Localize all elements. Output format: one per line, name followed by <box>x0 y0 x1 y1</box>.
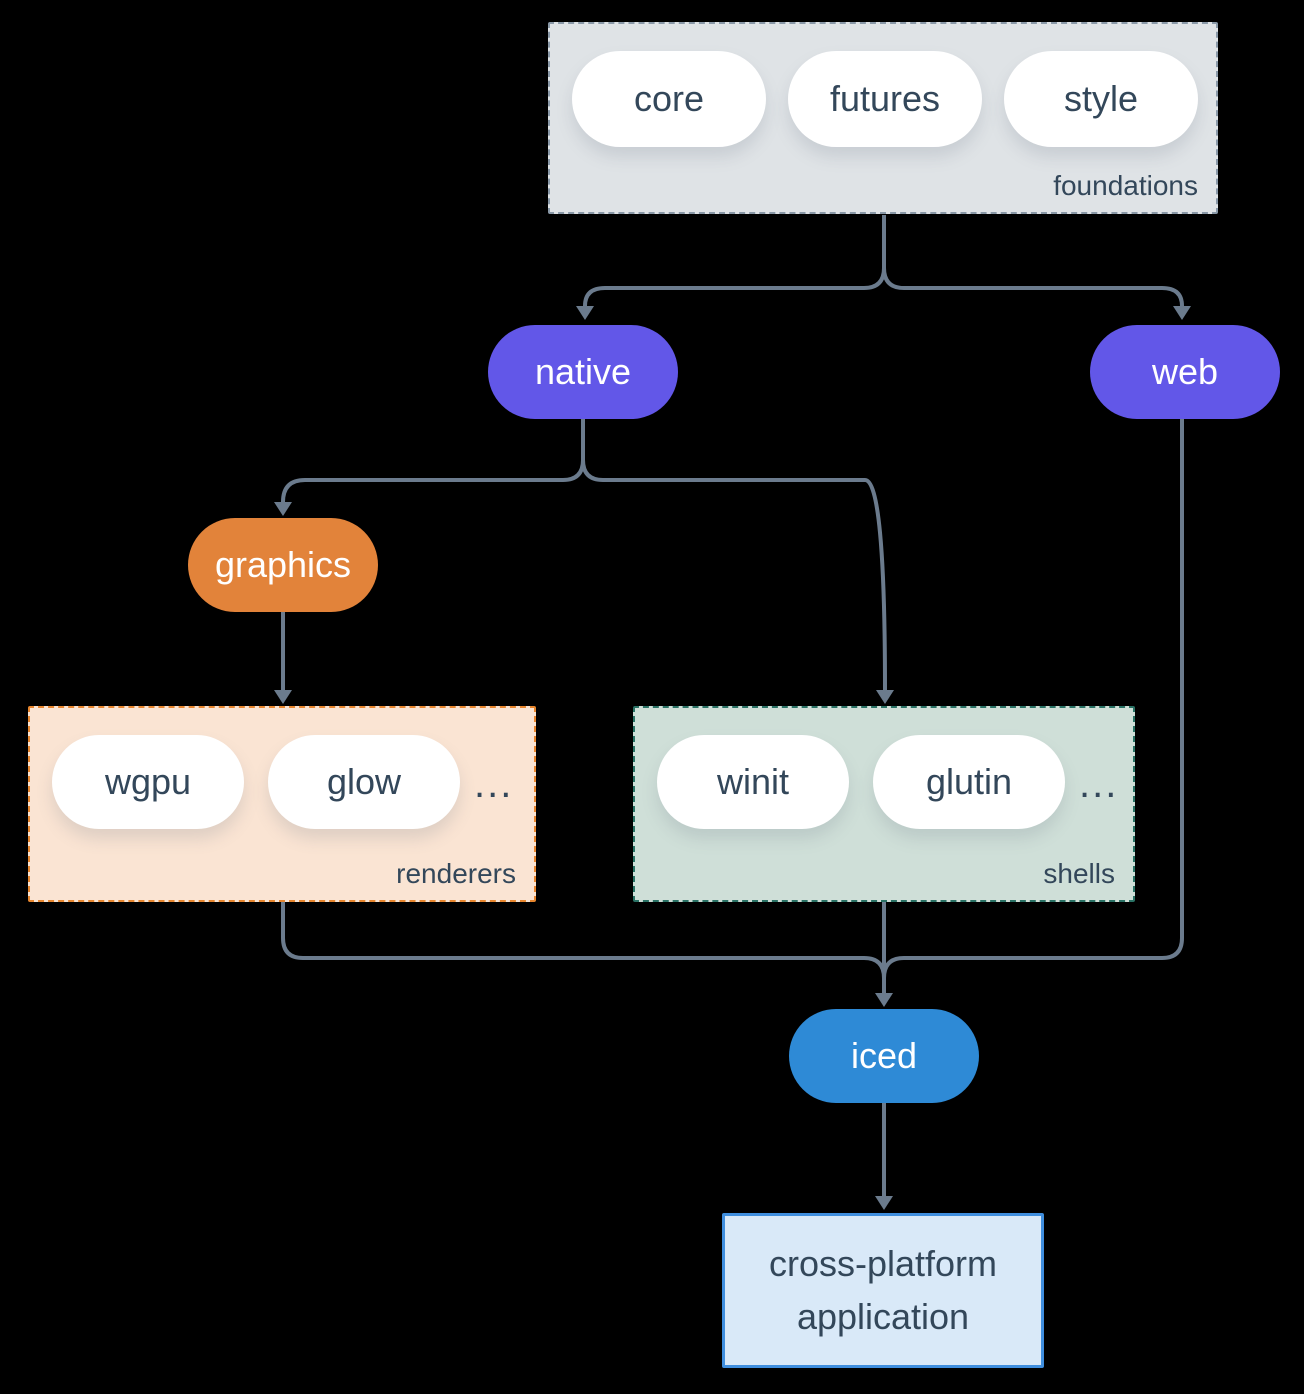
node-futures: futures <box>788 51 982 147</box>
node-style: style <box>1004 51 1198 147</box>
renderers-group: wgpu glow ... renderers <box>28 706 536 902</box>
app-label-line1: cross-platform <box>768 1243 998 1285</box>
arrowhead-iced <box>875 993 893 1007</box>
foundations-group-label: foundations <box>1053 170 1198 201</box>
arrowhead-app <box>875 1196 893 1210</box>
node-iced: iced <box>789 1009 979 1103</box>
edge-native-shells <box>581 459 887 691</box>
arrowhead-shells <box>876 690 894 704</box>
node-web-label: web <box>1151 351 1219 392</box>
arrowhead-web <box>1173 306 1191 320</box>
node-core: core <box>572 51 766 147</box>
node-web: web <box>1090 325 1280 419</box>
shells-group-label: shells <box>1043 858 1115 889</box>
shells-group: winit glutin ... shells <box>633 706 1135 902</box>
node-winit-label: winit <box>716 761 790 802</box>
foundations-group: core futures style foundations <box>548 22 1218 214</box>
app-label-line2: application <box>796 1295 970 1337</box>
node-glow-label: glow <box>326 761 402 802</box>
node-wgpu: wgpu <box>52 735 244 829</box>
shells-ellipsis: ... <box>1079 762 1119 806</box>
node-wgpu-label: wgpu <box>104 761 192 802</box>
node-winit: winit <box>657 735 849 829</box>
node-graphics: graphics <box>188 518 378 612</box>
node-native-label: native <box>534 351 632 392</box>
arrowhead-graphics <box>274 502 292 516</box>
node-glutin: glutin <box>873 735 1065 829</box>
arrowhead-native <box>576 306 594 320</box>
edge-foundations-web <box>882 267 1184 307</box>
node-graphics-label: graphics <box>214 544 352 585</box>
edge-native-graphics <box>281 459 585 503</box>
node-native: native <box>488 325 678 419</box>
node-glutin-label: glutin <box>925 761 1013 802</box>
edge-foundations-native <box>583 267 886 307</box>
node-iced-label: iced <box>850 1035 918 1076</box>
renderers-ellipsis: ... <box>474 762 514 806</box>
node-glow: glow <box>268 735 460 829</box>
edge-renderers-iced <box>281 902 886 979</box>
arrowhead-renderers <box>274 690 292 704</box>
node-style-label: style <box>1063 78 1139 119</box>
node-cross-platform-application: cross-platform application <box>722 1213 1044 1368</box>
node-futures-label: futures <box>829 78 941 119</box>
node-core-label: core <box>633 78 705 119</box>
renderers-group-label: renderers <box>396 858 516 889</box>
